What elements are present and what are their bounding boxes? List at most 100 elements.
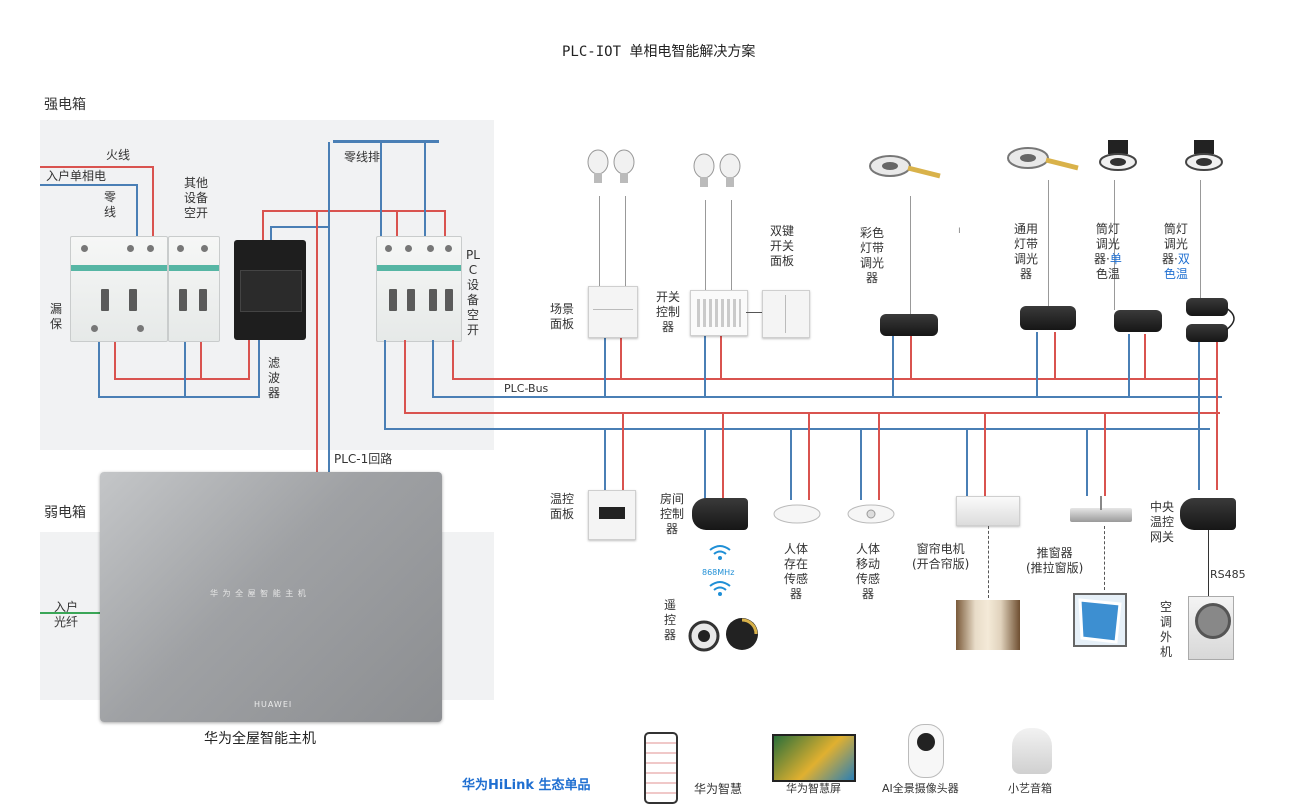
downlight-dimmer-single xyxy=(1114,310,1162,332)
wire-neutral-in xyxy=(40,184,138,186)
downlight-dual-label-a: 筒灯 调光 器· xyxy=(1162,222,1188,266)
weak-box-label: 弱电箱 xyxy=(44,505,86,521)
motion-label: 人体 移动 传感 器 xyxy=(856,542,881,601)
drop xyxy=(1216,342,1218,380)
incoming-label: 入户单相电 xyxy=(46,169,107,183)
bus-blue-1 xyxy=(432,396,1222,398)
phone-icon xyxy=(644,732,678,804)
drop xyxy=(722,412,724,500)
wire-blue-filter xyxy=(270,226,272,240)
drop xyxy=(966,428,968,496)
led-strip-icon xyxy=(869,155,941,179)
wifi-icon xyxy=(709,581,731,596)
freq-label: 868MHz xyxy=(702,568,735,577)
hilink-item-3: AI全景摄像头器 xyxy=(882,782,959,795)
leader xyxy=(1114,180,1115,310)
downlight-dimmer-dual-b xyxy=(1186,324,1228,342)
wire-loop-r2 xyxy=(200,340,202,380)
curtain-dash xyxy=(988,526,989,598)
hilink-label: 华为HiLink 生态单品 xyxy=(462,778,591,793)
double-switch-label: 双键 开关 面板 xyxy=(770,224,795,268)
drop xyxy=(1086,428,1088,496)
drop xyxy=(1216,380,1218,490)
host-brand: HUAWEI xyxy=(254,700,293,709)
wire-neutral-bar xyxy=(333,140,439,143)
camera-icon xyxy=(908,724,944,778)
switch-link xyxy=(746,312,762,313)
drop xyxy=(860,428,862,500)
wire-loop-b3 xyxy=(258,340,260,398)
bus-blue-2 xyxy=(384,428,1210,430)
wire-top-red xyxy=(262,210,446,212)
drop xyxy=(790,428,792,500)
curtain-motor xyxy=(956,496,1020,526)
drop xyxy=(1128,334,1130,396)
stray-mark: ı xyxy=(958,225,961,236)
surge-filter xyxy=(234,240,306,340)
drop xyxy=(892,332,894,396)
downlight-dual-label-b: 双 xyxy=(1177,252,1190,266)
wire-loop-red xyxy=(114,378,250,380)
wire-red-drop-2 xyxy=(444,210,446,236)
hvac-gateway xyxy=(1180,498,1236,530)
leader xyxy=(1048,180,1049,306)
ac-outdoor-unit xyxy=(1188,596,1234,660)
other-breaker-label: 其他 设备 空开 xyxy=(184,176,209,220)
downlight-dimmer-dual-a xyxy=(1186,298,1228,316)
wire-live-in xyxy=(40,166,154,168)
wire-loop-r1 xyxy=(114,340,116,380)
wire-loop-blue xyxy=(98,396,260,398)
hilink-item-2: 华为智慧屏 xyxy=(786,782,841,795)
remote-knob-icon xyxy=(688,618,758,652)
drop xyxy=(620,336,622,380)
wire-loop-b2 xyxy=(184,340,186,398)
drop xyxy=(604,336,606,396)
drop xyxy=(720,336,722,380)
drop xyxy=(704,336,706,396)
bulb-icon xyxy=(693,153,741,187)
dual-link xyxy=(1225,307,1235,331)
curtain-label: 窗帘电机 (开合帘版) xyxy=(912,542,970,571)
leader xyxy=(731,200,732,292)
rs485-label: RS485 xyxy=(1210,568,1246,581)
ac-outdoor-label: 空 调 外 机 xyxy=(1160,600,1173,659)
drop xyxy=(1198,396,1200,490)
drop xyxy=(1104,412,1106,496)
drop xyxy=(1036,332,1038,396)
downlight-single-label-c: 色温 xyxy=(1095,267,1120,281)
generic-strip-label: 通用 灯带 调光 器 xyxy=(1014,222,1039,281)
wire-loop-b1 xyxy=(98,340,100,398)
neutral-label: 零 线 xyxy=(104,190,117,219)
wire-neutral-down xyxy=(136,184,138,236)
color-strip-dimmer xyxy=(880,314,938,336)
leader xyxy=(1200,180,1201,298)
speaker-icon xyxy=(1012,728,1052,774)
downlight-dual-label: 筒灯 调光 器·双 色温 xyxy=(1162,222,1190,282)
bus-red-2 xyxy=(404,412,1220,414)
color-strip-label: 彩色 灯带 调光 器 xyxy=(860,226,885,285)
wifi-icon xyxy=(709,545,731,560)
rs485-line xyxy=(1208,530,1209,596)
presence-label: 人体 存在 传感 器 xyxy=(784,542,809,601)
remote-label: 遥 控 器 xyxy=(664,598,677,642)
plc-loop-label: PLC-1回路 xyxy=(334,452,393,466)
window-pusher xyxy=(1070,508,1132,522)
led-strip-icon xyxy=(1007,147,1079,171)
wire-live-down xyxy=(152,166,154,236)
wire-bar-drop-2 xyxy=(424,142,426,236)
downlight-icon xyxy=(1185,140,1223,171)
drop xyxy=(604,428,606,490)
page-title: PLC-IOT 单相电智能解决方案 xyxy=(562,44,756,60)
double-switch-panel xyxy=(762,290,810,338)
wire-loop-r3 xyxy=(248,340,250,380)
generic-strip-dimmer xyxy=(1020,306,1076,330)
drop xyxy=(878,412,880,500)
plc-breaker-label: PL C 设 备 空 开 xyxy=(466,248,480,337)
hilink-item-4: 小艺音箱 xyxy=(1008,782,1052,795)
bulb-icon xyxy=(587,149,635,183)
fiber-label: 入户 光纤 xyxy=(54,600,79,629)
leakage-label: 漏 保 xyxy=(50,302,63,331)
leader xyxy=(599,196,600,288)
neutral-bar-label: 零线排 xyxy=(344,150,381,164)
leader xyxy=(705,200,706,292)
